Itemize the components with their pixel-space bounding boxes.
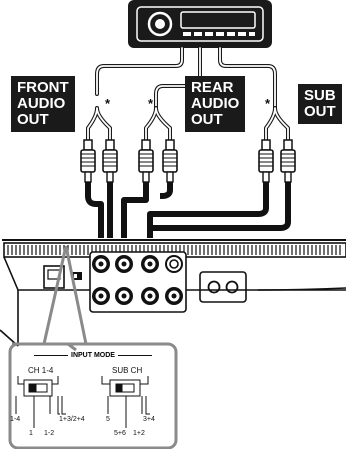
input-mode-callout <box>8 245 178 449</box>
rca-jack-icon <box>165 287 183 305</box>
volume-knob-icon <box>147 11 173 37</box>
rca-plug-icon <box>258 139 274 183</box>
ch14-title: CH 1-4 <box>28 366 54 375</box>
asterisk-front: * <box>105 96 111 111</box>
input-mode-title: INPUT MODE <box>10 352 176 359</box>
subch-option-2: 5+6 <box>114 430 126 437</box>
amplifier <box>0 238 346 348</box>
ch14-option-2: 1 <box>29 430 33 437</box>
rca-jack-icon <box>141 255 159 273</box>
subch-option-4: 3+4 <box>143 416 155 423</box>
rca-plug-icon <box>80 139 96 183</box>
heatsink-grille <box>7 245 341 255</box>
rca-jack-icon <box>92 287 110 305</box>
head-unit-buttons <box>183 32 255 36</box>
rca-plug-icon <box>102 139 118 183</box>
ch14-option-1: 1-4 <box>10 416 21 423</box>
ch14-option-4: 1+3/2+4 <box>59 416 85 423</box>
rca-jack-icon <box>115 287 133 305</box>
rca-jack-icon <box>115 255 133 273</box>
head-unit <box>128 0 272 48</box>
rca-plug-icon <box>138 139 154 183</box>
rca-plug-icon <box>280 139 296 183</box>
asterisk-sub: * <box>265 96 271 111</box>
rca-jack-icon <box>92 255 110 273</box>
rca-plug-icon <box>162 139 178 183</box>
input-mode-detail: INPUT MODE CH 1-4 SUB CH 1-4 1 1-2 1+3/2… <box>10 344 176 448</box>
power-connector-icon <box>43 265 65 289</box>
rca-jack-icon <box>141 287 159 305</box>
rca-plugs <box>80 139 296 183</box>
subch-option-3: 1+2 <box>133 430 145 437</box>
subch-option-1: 5 <box>106 416 110 423</box>
asterisk-rear: * <box>148 96 154 111</box>
subch-title: SUB CH <box>112 366 143 375</box>
rca-input-jacks <box>89 251 187 313</box>
input-mode-switches <box>15 376 150 428</box>
head-unit-display <box>180 11 256 29</box>
ch14-option-3: 1-2 <box>44 430 55 437</box>
rca-jack-icon <box>165 255 183 273</box>
